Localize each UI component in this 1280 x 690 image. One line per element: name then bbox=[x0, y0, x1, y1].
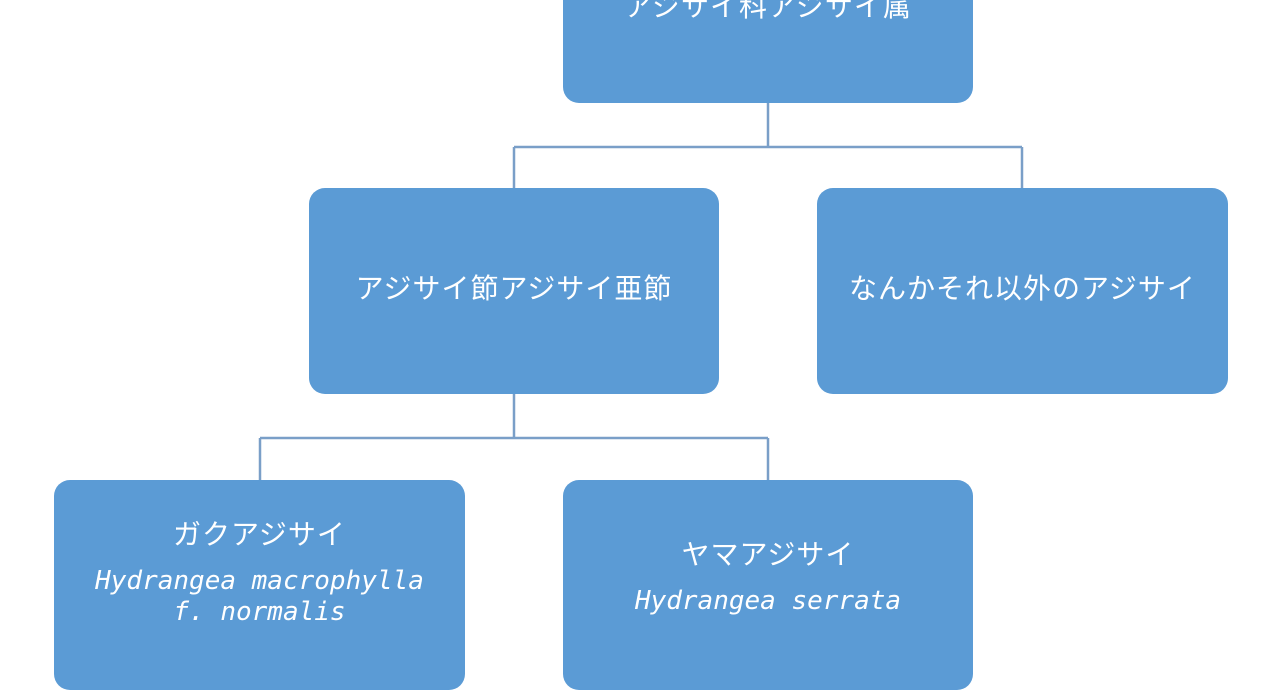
node-gaku-ajisai-label: ガクアジサイ bbox=[173, 518, 346, 551]
node-yama-ajisai-scientific-name: Hydrangea serrata bbox=[634, 585, 902, 616]
node-section-macrophylla-label: アジサイ節アジサイ亜節 bbox=[355, 272, 673, 305]
node-gaku-ajisai-scientific-name: Hydrangea macrophylla f. normalis bbox=[95, 565, 424, 627]
node-others: なんかそれ以外のアジサイ bbox=[817, 188, 1228, 394]
node-others-label: なんかそれ以外のアジサイ bbox=[849, 272, 1196, 305]
connectors bbox=[258, 103, 1024, 480]
connector-root-children bbox=[512, 103, 1024, 188]
node-root: アジサイ科アジサイ属 bbox=[563, 0, 973, 103]
connector-section-children bbox=[258, 394, 770, 480]
node-root-label: アジサイ科アジサイ属 bbox=[624, 0, 912, 23]
node-section-macrophylla: アジサイ節アジサイ亜節 bbox=[309, 188, 719, 394]
node-gaku-ajisai: ガクアジサイ Hydrangea macrophylla f. normalis bbox=[54, 480, 465, 690]
node-yama-ajisai-label: ヤマアジサイ bbox=[681, 538, 855, 571]
node-yama-ajisai: ヤマアジサイ Hydrangea serrata bbox=[563, 480, 973, 690]
taxonomy-tree: アジサイ科アジサイ属 アジサイ節アジサイ亜節 なんかそれ以外のアジサイ ガクアジ… bbox=[54, 0, 1228, 690]
